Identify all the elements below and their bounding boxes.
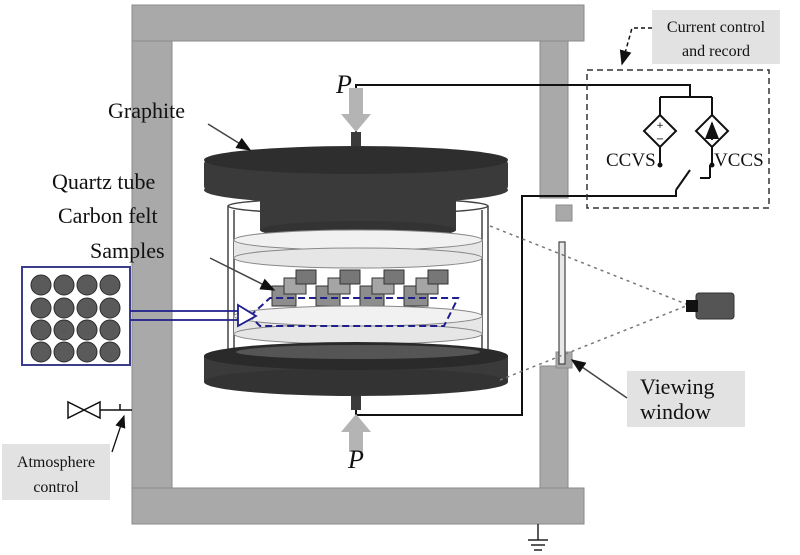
sample-cubes bbox=[271, 269, 449, 307]
ground-icon bbox=[528, 524, 548, 551]
viewing-window-label-line1: Viewing bbox=[640, 374, 714, 399]
vccs-source-icon bbox=[694, 113, 730, 149]
graphite-punch-top bbox=[204, 146, 508, 239]
switch-node-icon bbox=[657, 162, 663, 168]
samples-label: Samples bbox=[90, 238, 165, 263]
atmosphere-leader bbox=[111, 414, 126, 453]
electrode-rod-top bbox=[351, 132, 361, 146]
chamber-bottom-wall bbox=[131, 487, 585, 525]
chamber-top-wall bbox=[131, 4, 585, 42]
current-control-box bbox=[586, 69, 770, 209]
pressure-arrow-bottom-icon bbox=[341, 414, 371, 452]
graphite-label: Graphite bbox=[108, 98, 185, 123]
quartz-tube-label: Quartz tube bbox=[52, 169, 155, 194]
viewing-window-label-bg bbox=[627, 371, 745, 427]
samples-leader bbox=[209, 257, 276, 291]
sample-layer-outline bbox=[248, 297, 460, 327]
ccvs-label: CCVS bbox=[606, 150, 656, 171]
graphite-punch-bottom bbox=[204, 342, 508, 396]
graphite-leader bbox=[207, 123, 252, 151]
valve-icon bbox=[67, 400, 132, 420]
atmosphere-label-bg bbox=[2, 444, 110, 500]
samples-photo-inset bbox=[21, 266, 131, 366]
vccs-label: VCCS bbox=[714, 150, 764, 171]
viewing-window-leader bbox=[570, 359, 628, 399]
circuit-wiring bbox=[355, 84, 713, 416]
atmosphere-label-line1: Atmosphere bbox=[17, 454, 95, 471]
inset-pointer-arrow bbox=[130, 303, 258, 328]
current-control-label-line2: and record bbox=[682, 43, 750, 60]
window-flange-top bbox=[555, 204, 573, 222]
chamber-right-wall-upper bbox=[539, 40, 569, 199]
carbon-felt-label: Carbon felt bbox=[58, 203, 158, 228]
svg-text:+: + bbox=[656, 121, 664, 131]
carbon-felt-top bbox=[233, 229, 483, 269]
current-control-leader bbox=[619, 27, 652, 66]
ccvs-source-icon: + − bbox=[642, 113, 678, 149]
electrode-rod-bottom bbox=[351, 396, 361, 410]
switch-node-icon bbox=[709, 162, 715, 168]
svg-text:−: − bbox=[656, 134, 664, 145]
viewing-window-label-line2: window bbox=[640, 399, 711, 424]
camera-icon bbox=[686, 292, 735, 320]
viewing-window-glass bbox=[558, 241, 566, 365]
pressure-top-label: P bbox=[335, 70, 352, 99]
chamber-right-wall-lower bbox=[539, 365, 569, 489]
vacuum-chamber bbox=[131, 4, 585, 525]
pressure-arrow-top-icon bbox=[341, 88, 371, 132]
current-control-label-line1: Current control bbox=[667, 19, 766, 36]
atmosphere-label-line2: control bbox=[33, 479, 79, 496]
line-of-sight bbox=[489, 225, 687, 381]
current-control-label-bg bbox=[652, 10, 780, 64]
chamber-left-wall bbox=[131, 40, 173, 489]
pressure-bottom-label: P bbox=[347, 445, 364, 474]
